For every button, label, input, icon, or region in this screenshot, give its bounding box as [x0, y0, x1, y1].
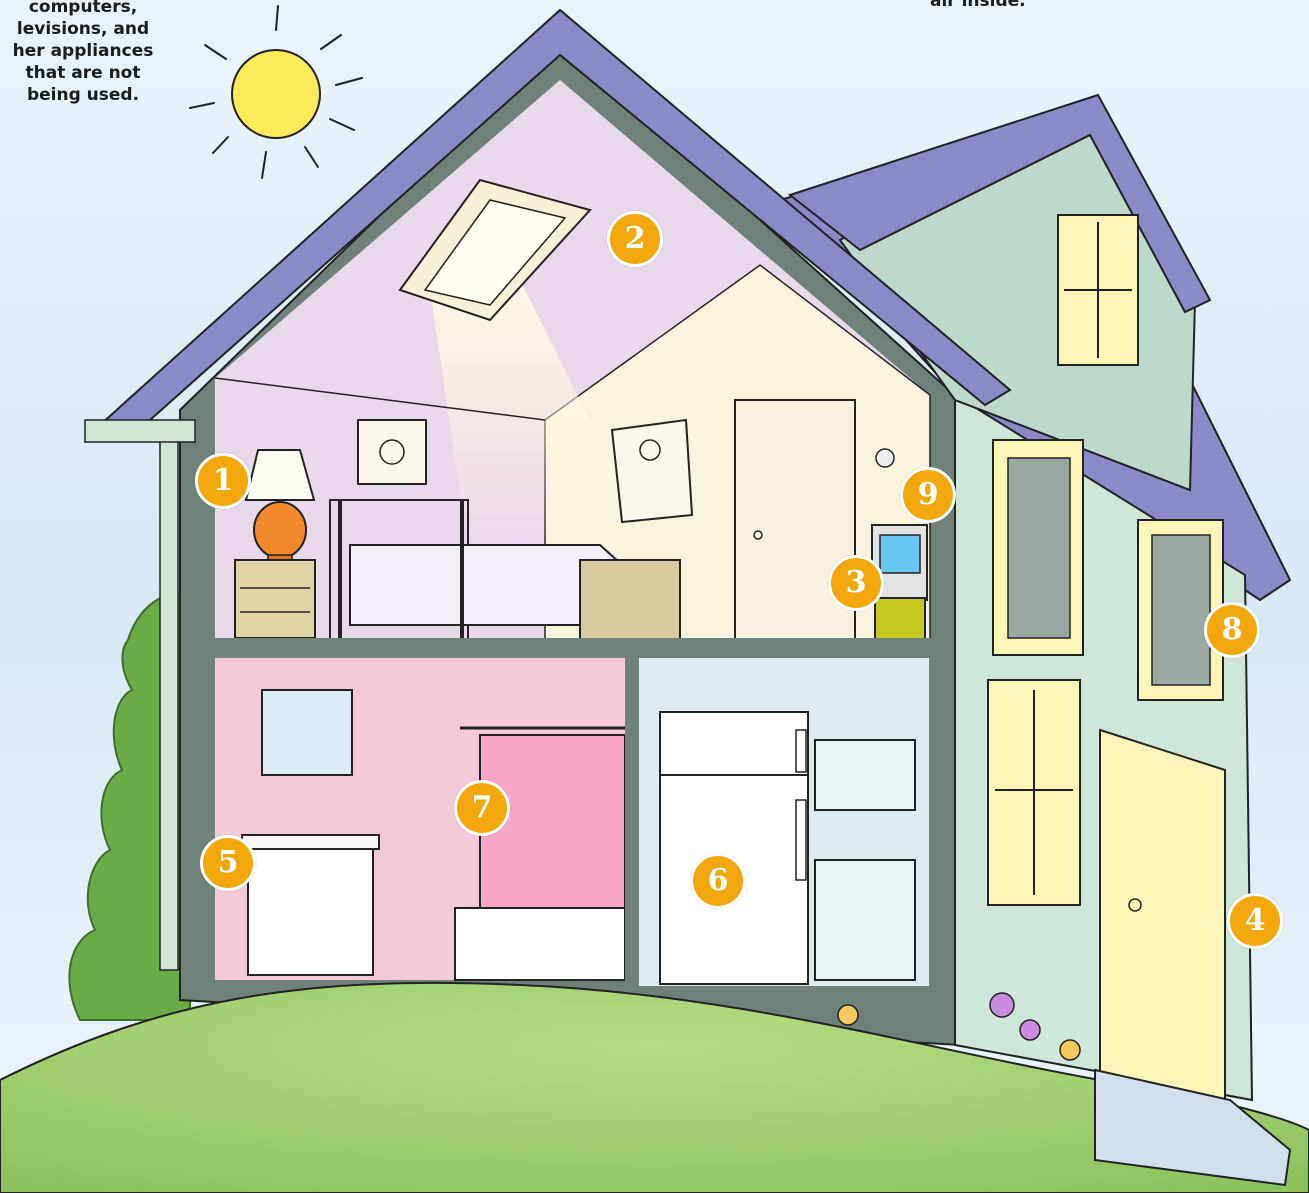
bathroom-sink [242, 835, 379, 975]
caption-line: being used. [0, 84, 168, 106]
interior-wall [625, 658, 639, 988]
caption-line: her appliances [0, 40, 168, 62]
dormer-window [1058, 215, 1138, 365]
kitchen-cabinets [815, 740, 915, 980]
window-lower-left [988, 680, 1080, 905]
caption-line: that are not [0, 62, 168, 84]
marker-9[interactable]: 9 [900, 467, 956, 523]
marker-1[interactable]: 1 [195, 453, 251, 509]
marker-6[interactable]: 6 [690, 853, 746, 909]
front-door [1100, 730, 1225, 1110]
bathroom-mirror [262, 690, 352, 775]
caption-line: levisions, and [0, 18, 168, 40]
marker-7[interactable]: 7 [454, 780, 510, 836]
marker-4[interactable]: 4 [1227, 893, 1283, 949]
marker-8[interactable]: 8 [1204, 602, 1260, 658]
marker-3[interactable]: 3 [828, 555, 884, 611]
caption-appliances: computers, levisions, and her appliances… [0, 0, 168, 106]
marker-5[interactable]: 5 [200, 835, 256, 891]
caption-air-inside: air inside. [930, 0, 1026, 12]
window-shutter-left [993, 440, 1083, 655]
marker-2[interactable]: 2 [607, 211, 663, 267]
thermostat [876, 449, 894, 467]
bathtub [455, 908, 625, 980]
refrigerator [660, 712, 808, 984]
floor-divider [205, 638, 945, 658]
nightstand [235, 560, 315, 638]
window-shutter-right [1138, 520, 1223, 700]
picture-frame [358, 420, 426, 484]
poster [612, 420, 692, 522]
caption-line: computers, [0, 0, 168, 18]
